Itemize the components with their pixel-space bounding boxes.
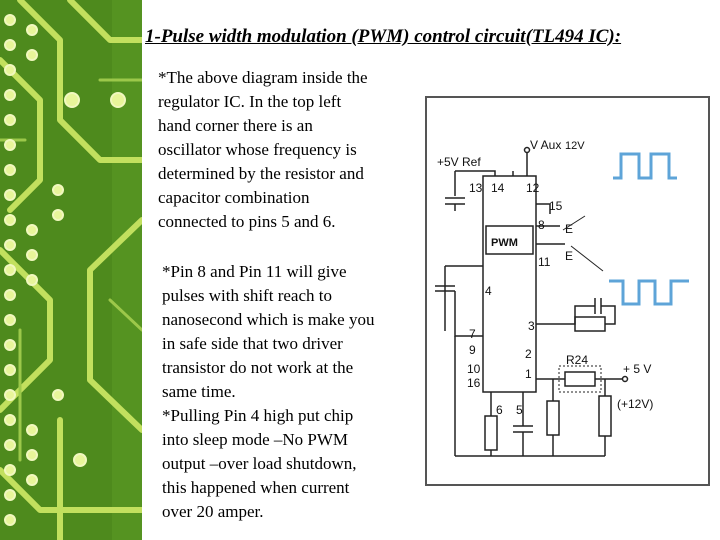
waveform-bottom bbox=[609, 279, 689, 306]
pin-14: 14 bbox=[491, 181, 505, 195]
output-e2: E bbox=[565, 249, 573, 263]
resistor-pin3 bbox=[574, 316, 606, 332]
pin-9: 9 bbox=[469, 343, 476, 357]
ic-pwm-label: PWM bbox=[491, 237, 518, 249]
paragraph-pins: *Pin 8 and Pin 11 will give pulses with … bbox=[162, 262, 375, 521]
r24-dashed-box bbox=[558, 365, 602, 393]
plus12v-label: (+12V) bbox=[617, 397, 653, 411]
r24-label: R24 bbox=[566, 353, 588, 367]
slide-title: 1-Pulse width modulation (PWM) control c… bbox=[145, 26, 622, 47]
paragraph-oscillator: *The above diagram inside the regulator … bbox=[158, 68, 368, 231]
output-e1: E bbox=[565, 222, 573, 236]
pin-7: 7 bbox=[469, 327, 476, 341]
pin-1: 1 bbox=[525, 367, 532, 381]
pin-16: 16 bbox=[467, 376, 481, 390]
pin-15: 15 bbox=[549, 199, 563, 213]
pin-4: 4 bbox=[485, 284, 492, 298]
diagram-border bbox=[425, 96, 710, 486]
pin-5: 5 bbox=[516, 403, 523, 417]
pwm-block bbox=[485, 225, 534, 255]
pin-6: 6 bbox=[496, 403, 503, 417]
ic-body bbox=[482, 175, 537, 393]
v-aux-label: V Aux bbox=[530, 138, 561, 152]
waveform-top bbox=[613, 152, 677, 180]
pin-11: 11 bbox=[538, 255, 551, 269]
v-aux-value: 12V bbox=[565, 140, 585, 152]
pin-8: 8 bbox=[538, 218, 545, 232]
ref-label: +5V Ref bbox=[437, 155, 481, 169]
pin-2: 2 bbox=[525, 347, 532, 361]
pin-13: 13 bbox=[469, 181, 483, 195]
pin-3: 3 bbox=[528, 319, 535, 333]
v-aux-node bbox=[523, 146, 531, 154]
pin-12: 12 bbox=[526, 181, 540, 195]
plus5v-label: + 5 V bbox=[623, 362, 651, 376]
pin-10: 10 bbox=[467, 362, 481, 376]
pwm-circuit-diagram: V Aux 12V +5V Ref 13 14 12 15 8 E E 11 P… bbox=[425, 96, 710, 486]
pcb-background-decoration bbox=[0, 0, 142, 540]
plus5v-node bbox=[621, 375, 629, 383]
